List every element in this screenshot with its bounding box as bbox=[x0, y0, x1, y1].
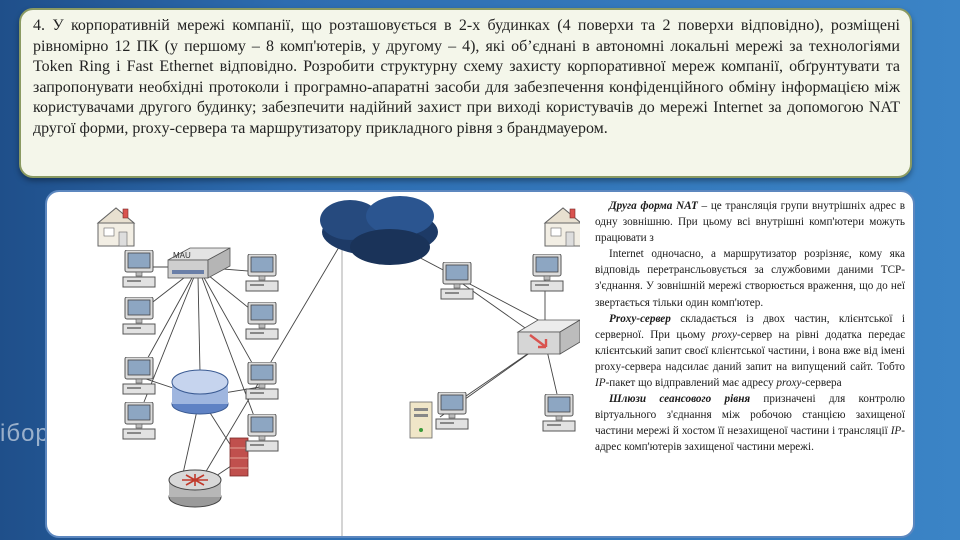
computer-icon bbox=[530, 254, 564, 292]
gateway-italic: IP bbox=[890, 425, 902, 438]
gateway-paragraph: Шлюзи сеансового рівня призначені для ко… bbox=[595, 391, 905, 455]
gateway-title: Шлюзи сеансового рівня bbox=[609, 393, 751, 406]
building-icon bbox=[544, 207, 582, 247]
computer-icon bbox=[245, 362, 279, 400]
proxy-title: Proxy-сервер bbox=[609, 312, 671, 325]
nat-paragraph: Друга форма NAT – це трансляція групи вн… bbox=[595, 198, 905, 246]
ring-icon bbox=[171, 369, 229, 415]
nat-paragraph-2: Internet одночасно, а маршрутизатор розр… bbox=[595, 246, 905, 310]
mau-label: MAU bbox=[173, 251, 191, 260]
nat-text-2: Internet одночасно, а маршрутизатор розр… bbox=[595, 248, 905, 309]
computer-icon bbox=[122, 357, 156, 395]
network-diagram: MAU bbox=[60, 192, 582, 536]
computer-icon bbox=[122, 402, 156, 440]
network-diagram-svg: MAU bbox=[97, 196, 582, 536]
proxy-italic-a: proxy bbox=[711, 328, 737, 341]
nat-text: – це трансляція групи внутрішніх адрес в… bbox=[595, 200, 905, 245]
proxy-text-a: складається із двох частин, клієнтської … bbox=[595, 312, 905, 341]
computer-icon bbox=[245, 414, 279, 452]
mau-hub-icon: MAU bbox=[167, 247, 231, 279]
computer-icon bbox=[245, 254, 279, 292]
server-icon bbox=[409, 401, 433, 439]
firewall-icon bbox=[229, 437, 249, 477]
computer-icon bbox=[245, 302, 279, 340]
description-text: Друга форма NAT – це трансляція групи вн… bbox=[595, 198, 905, 456]
proxy-paragraph: Proxy-сервер складається із двох частин,… bbox=[595, 311, 905, 391]
computer-icon bbox=[122, 250, 156, 288]
background-side-text: ібор bbox=[0, 420, 50, 447]
switch-icon bbox=[516, 319, 582, 355]
diagram-panel: MAU bbox=[45, 190, 915, 538]
computer-icon bbox=[435, 392, 469, 430]
gateway-text-b: -адрес комп'ютерів захищеної частини мер… bbox=[595, 425, 905, 454]
cloud-icon bbox=[320, 196, 438, 265]
router-icon bbox=[168, 469, 222, 508]
task-text: 4. У корпоративній мережі компанії, що р… bbox=[33, 17, 900, 137]
gateway-text-a: призначені для контролю віртуального з'є… bbox=[595, 393, 905, 438]
building-icon bbox=[97, 207, 135, 247]
computer-icon bbox=[440, 262, 474, 300]
computer-icon bbox=[122, 297, 156, 335]
task-box: 4. У корпоративній мережі компанії, що р… bbox=[19, 8, 912, 178]
proxy-italic-b: IP bbox=[595, 377, 606, 390]
computer-icon bbox=[542, 394, 576, 432]
proxy-text-d: -сервера bbox=[801, 377, 842, 390]
nat-title: Друга форма NAT bbox=[609, 200, 698, 212]
proxy-italic-c: proxy bbox=[776, 377, 802, 390]
proxy-text-b: -сервер на рівні додатка передає клієнтс… bbox=[595, 328, 905, 373]
proxy-text-c: -пакет що відправлений має адресу bbox=[605, 377, 777, 390]
